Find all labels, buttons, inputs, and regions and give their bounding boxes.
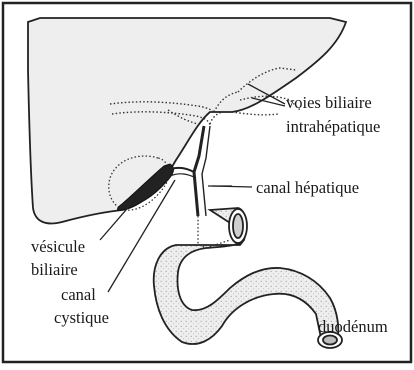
label-duodenum: duodénum (318, 319, 388, 336)
label-voies-biliaire: voies biliaire (286, 95, 372, 112)
label-canal-hepatique: canal hépatique (256, 180, 359, 197)
label-biliaire: biliaire (31, 262, 78, 279)
label-intrahepatique: intrahépatique (286, 119, 380, 136)
label-cystique: cystique (54, 310, 109, 327)
label-canal: canal (61, 287, 96, 304)
label-vesicule: vésicule (31, 239, 85, 256)
